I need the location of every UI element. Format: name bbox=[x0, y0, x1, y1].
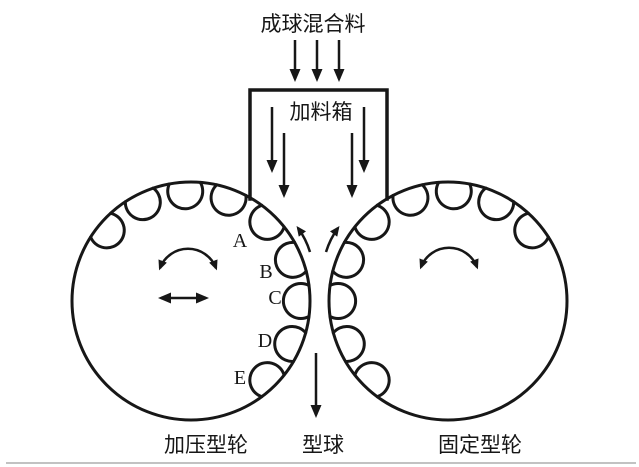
nip-arrow-icon-right bbox=[324, 225, 340, 253]
mold-pocket bbox=[166, 180, 205, 211]
zone-label-d: D bbox=[258, 330, 272, 352]
rotation-arrow-icon-left bbox=[158, 247, 218, 271]
mold-pocket bbox=[328, 282, 358, 320]
feed-arrows bbox=[289, 40, 345, 82]
mold-pocket bbox=[248, 203, 286, 241]
zone-label-c: C bbox=[268, 287, 281, 309]
mold-pocket bbox=[353, 361, 391, 399]
fixed-wheel bbox=[327, 180, 569, 422]
mold-pocket bbox=[513, 211, 550, 250]
mold-pocket bbox=[331, 325, 366, 363]
feed-material-label: 成球混合料 bbox=[261, 12, 366, 36]
mold-pocket bbox=[209, 183, 248, 217]
nip-arrow-icon-left bbox=[296, 225, 312, 253]
zone-label-a: A bbox=[233, 230, 248, 252]
mold-pocket bbox=[273, 240, 308, 279]
mold-pocket bbox=[123, 186, 162, 222]
ball-label: 型球 bbox=[302, 433, 344, 457]
mold-pocket bbox=[353, 203, 391, 241]
feed-box-label: 加料箱 bbox=[290, 100, 353, 124]
hopper-arrows bbox=[266, 107, 370, 198]
mold-pocket bbox=[89, 211, 126, 250]
mold-pockets bbox=[89, 180, 550, 399]
mold-pocket bbox=[281, 282, 311, 320]
zone-label-b: B bbox=[259, 261, 272, 283]
mold-pocket bbox=[331, 240, 366, 279]
feed-box bbox=[248, 88, 389, 201]
mold-pocket bbox=[391, 183, 430, 217]
pressure-wheel-label: 加压型轮 bbox=[164, 433, 248, 457]
mold-pocket bbox=[273, 325, 308, 363]
fixed-wheel-label: 固定型轮 bbox=[438, 433, 522, 457]
mold-pocket bbox=[248, 361, 286, 399]
zone-label-e: E bbox=[234, 367, 246, 389]
pressure-wheel bbox=[70, 180, 312, 422]
rotation-arrow-icon-right bbox=[419, 246, 479, 270]
mold-pocket bbox=[477, 186, 516, 222]
mold-pocket bbox=[434, 180, 473, 211]
